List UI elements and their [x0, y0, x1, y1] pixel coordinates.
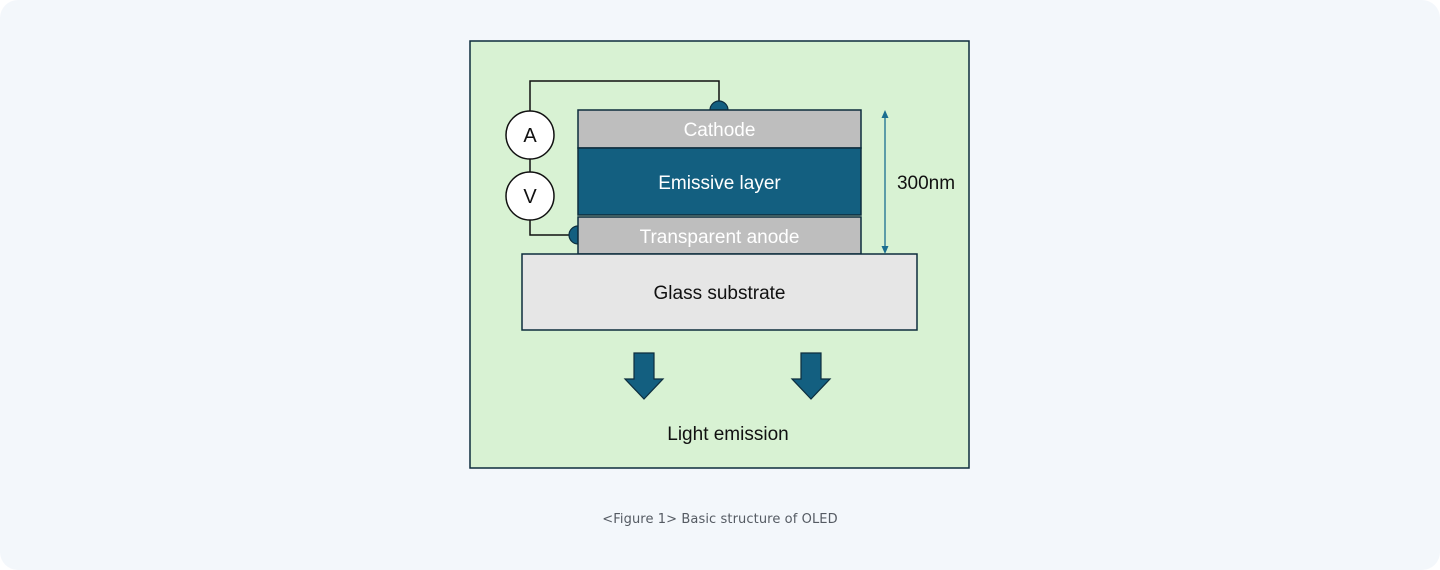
thickness-label: 300nm — [897, 173, 955, 194]
emissive-layer — [577, 147, 862, 216]
thickness-arrow-head-up — [881, 110, 889, 118]
circuit-wire-top — [529, 80, 720, 114]
figure-caption: <Figure 1> Basic structure of OLED — [602, 512, 838, 527]
thickness-arrow-head-down — [881, 246, 889, 254]
light-emission-label: Light emission — [667, 424, 788, 445]
voltmeter-label: V — [523, 186, 537, 208]
cathode-contact — [709, 100, 729, 111]
ammeter — [505, 110, 555, 160]
circuit-wire-bottom — [529, 219, 573, 236]
voltmeter — [505, 171, 555, 221]
ammeter-label: A — [523, 125, 537, 147]
emissive-layer-label: Emissive layer — [658, 173, 781, 194]
cathode-label: Cathode — [684, 120, 756, 141]
anode-layer — [577, 216, 862, 255]
glass-substrate — [521, 253, 918, 331]
light-arrow-right-icon — [790, 352, 832, 400]
anode-contact — [568, 225, 579, 245]
light-arrow-left-icon — [623, 352, 665, 400]
anode-label: Transparent anode — [640, 227, 800, 248]
substrate-label: Glass substrate — [654, 283, 786, 304]
